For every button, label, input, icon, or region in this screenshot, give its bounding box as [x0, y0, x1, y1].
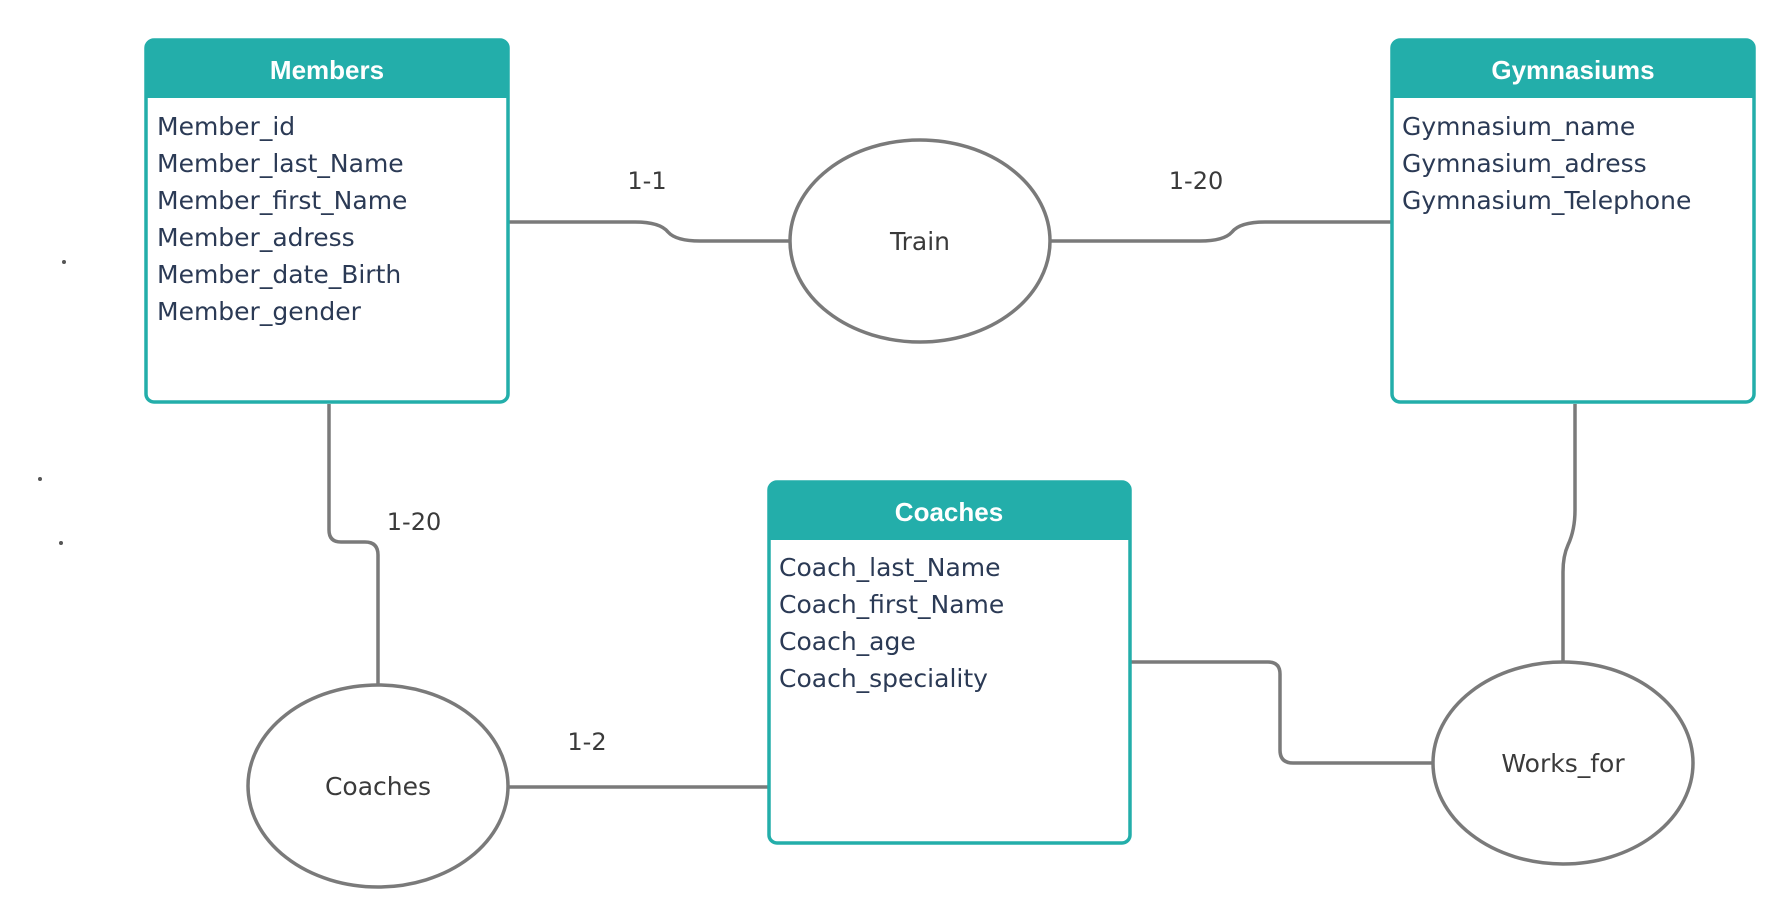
- entity-attribute: Member_first_Name: [157, 186, 407, 215]
- cardinality-members-train: 1-1: [627, 167, 666, 195]
- entity-attribute: Coach_age: [779, 627, 916, 656]
- connector-members-train[interactable]: [508, 220, 790, 243]
- entity-attribute: Member_last_Name: [157, 149, 404, 178]
- entity-attribute: Gymnasium_Telephone: [1402, 186, 1691, 215]
- entity-attribute: Member_gender: [157, 297, 362, 326]
- relationship-label: Train: [889, 227, 950, 256]
- connector-members-coaches[interactable]: [327, 404, 380, 685]
- relationship-coaches[interactable]: Coaches: [246, 683, 510, 889]
- stray-dot: [62, 260, 66, 264]
- entity-attribute: Coach_speciality: [779, 664, 988, 693]
- entity-attribute: Member_adress: [157, 223, 355, 252]
- entity-attribute: Member_date_Birth: [157, 260, 401, 289]
- entity-title: Coaches: [895, 497, 1003, 527]
- relationship-train[interactable]: Train: [788, 138, 1052, 344]
- entity-attribute: Gymnasium_adress: [1402, 149, 1647, 178]
- relationship-label: Works_for: [1501, 749, 1625, 778]
- entity-gymnasiums[interactable]: Gymnasiums Gymnasium_name Gymnasium_adre…: [1390, 38, 1756, 404]
- entity-title: Gymnasiums: [1491, 55, 1654, 85]
- stray-dot: [59, 541, 63, 545]
- stray-dot: [38, 477, 42, 481]
- entity-attribute: Coach_first_Name: [779, 590, 1004, 619]
- relationship-label: Coaches: [325, 772, 431, 801]
- entity-attribute: Coach_last_Name: [779, 553, 1001, 582]
- entity-attribute: Member_id: [157, 112, 295, 141]
- connector-coaches-worksfor[interactable]: [1130, 660, 1433, 765]
- entity-title: Members: [270, 55, 384, 85]
- cardinality-members-coaches: 1-20: [387, 508, 441, 536]
- cardinality-coaches-coaches: 1-2: [567, 728, 606, 756]
- entity-members[interactable]: Members Member_id Member_last_Name Membe…: [144, 38, 510, 404]
- entity-attribute: Gymnasium_name: [1402, 112, 1635, 141]
- connector-gymnasiums-worksfor[interactable]: [1561, 404, 1577, 672]
- connector-train-gymnasiums[interactable]: [1050, 220, 1391, 243]
- entity-coaches[interactable]: Coaches Coach_last_Name Coach_first_Name…: [767, 480, 1132, 845]
- relationship-works-for[interactable]: Works_for: [1431, 660, 1695, 866]
- cardinality-train-gymnasiums: 1-20: [1169, 167, 1223, 195]
